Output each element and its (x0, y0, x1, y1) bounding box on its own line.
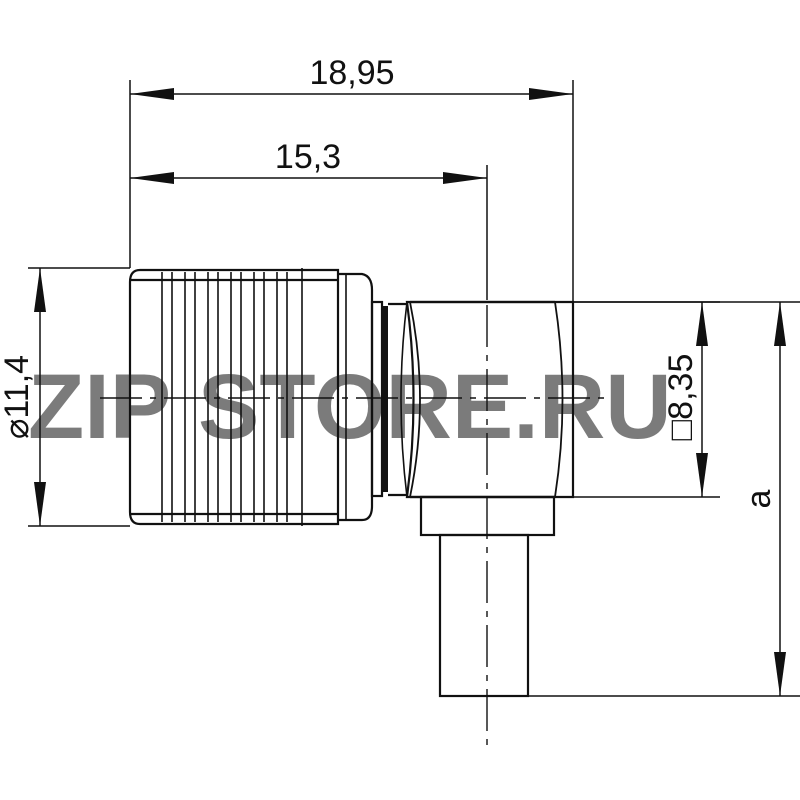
watermark: ZIP STORE.RU (28, 356, 672, 458)
crimp-sleeve (438, 533, 530, 698)
knurled-nut (128, 268, 340, 526)
dimension-diameter: ⌀11,4 (0, 355, 36, 439)
dimension-overall-length: 18,95 (309, 54, 394, 92)
watermark-zip-text: ZIP (28, 356, 171, 458)
housing-bulge (409, 301, 564, 498)
dimension-axis-length: 15,3 (275, 138, 341, 176)
dimension-square-size: □8,35 (662, 354, 700, 441)
dimension-height-a: a (740, 489, 778, 508)
watermark-store-text: STORE.RU (198, 356, 672, 458)
center-lines (100, 305, 605, 745)
extension-lines (28, 80, 800, 697)
connector-body (128, 268, 575, 698)
dimension-labels: 18,95 15,3 ⌀11,4 □8,35 a (0, 54, 778, 508)
arrowheads (34, 88, 786, 696)
knurl-grooves (161, 268, 303, 526)
